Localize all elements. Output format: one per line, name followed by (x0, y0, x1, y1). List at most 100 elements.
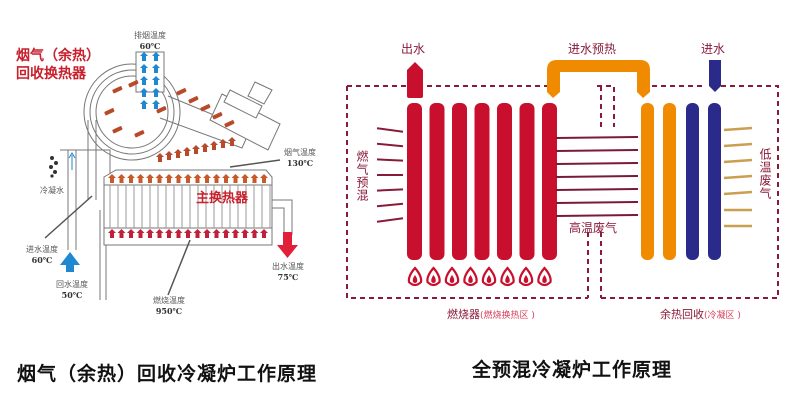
outlet-water-arrow (277, 232, 298, 258)
inlet-tubes (686, 103, 721, 260)
flame-arrow (222, 229, 230, 238)
flame-arrow (127, 174, 135, 183)
water-out-label: 出水 (401, 42, 426, 56)
swirl-arrow (156, 106, 167, 114)
exhaust-temp-value: 60℃ (139, 41, 161, 51)
flame-arrow (241, 174, 249, 183)
flame-arrow (108, 174, 116, 183)
flame-icon (407, 266, 423, 287)
return-temp-label: 回水温度 50℃ (50, 280, 94, 300)
flue-temp-label: 烟气温度 130℃ (278, 148, 322, 168)
flame-arrow (231, 229, 240, 238)
high-temp-exhaust-label: 高温废气 (569, 221, 618, 235)
flame-arrow (117, 174, 126, 183)
flame-arrow (146, 174, 154, 183)
water-out-arrow (407, 62, 423, 98)
zone-borders (346, 85, 779, 299)
flame-core-icon (523, 275, 529, 283)
condensate-drops-icon (49, 156, 58, 178)
exhaust-line (555, 201, 639, 204)
water-in-arrow (709, 60, 721, 92)
burner-tube (542, 103, 557, 260)
inlet-tube (708, 103, 721, 260)
preheat-tube (641, 103, 654, 260)
flame-core-icon (431, 275, 436, 283)
left-caption: 烟气（余热）回收冷凝炉工作原理 (17, 363, 318, 385)
exhaust-arrow (140, 76, 148, 85)
swirl-arrow (104, 108, 115, 116)
low-temp-line (723, 126, 753, 132)
flame-icon (444, 266, 460, 287)
duct-arrow (156, 153, 164, 162)
duct-arrow (165, 151, 173, 160)
duct-arrow (201, 143, 209, 152)
exhaust-line (555, 175, 639, 178)
flame-arrow (212, 174, 221, 183)
flame-arrow (174, 174, 183, 183)
preheat-tubes (641, 103, 676, 260)
gas-line (376, 188, 404, 192)
flame-arrow (231, 174, 240, 183)
flame-arrows (108, 137, 268, 238)
combustion-temp-value: 950℃ (155, 306, 183, 316)
flame-core-icon (505, 275, 510, 283)
recovery-arrows (104, 80, 235, 138)
flame-icon (426, 266, 441, 287)
exhaust-arrow (152, 52, 160, 61)
flame-arrow (250, 229, 259, 238)
inlet-tube (686, 103, 699, 260)
flame-arrow (184, 174, 192, 183)
gas-premix-lines (376, 127, 404, 223)
exhaust-line (555, 188, 639, 191)
flame-arrow (250, 174, 259, 183)
flame-arrow (146, 229, 154, 238)
exhaust-line (555, 214, 639, 217)
swirl-arrow (112, 86, 123, 94)
swirl-arrow (224, 120, 235, 128)
burner-tube (452, 103, 467, 260)
exhaust-temp-label: 排烟温度 60℃ (128, 31, 172, 51)
exhaust-arrow (140, 100, 148, 109)
pointer-lines (44, 159, 281, 296)
flame-arrow (184, 229, 192, 238)
right-caption: 全预混冷凝炉工作原理 (472, 359, 673, 381)
duct-arrow (219, 139, 227, 148)
flame-arrow (155, 174, 164, 183)
outlet-temp-label: 出水温度 75℃ (266, 262, 310, 282)
low-temp-line (723, 190, 753, 196)
gas-line (376, 158, 404, 162)
exhaust-arrow (152, 100, 160, 109)
exhaust-arrows (140, 52, 160, 109)
inlet-flow-icon (68, 152, 76, 170)
flame-icon (518, 266, 534, 287)
recovery-exchanger-title: 烟气（余热） 回收换热器 (16, 47, 100, 83)
title-line-2: 回收换热器 (16, 66, 86, 82)
flame-icon (463, 266, 478, 287)
preheat-pipe (547, 60, 650, 98)
duct-arrow (228, 137, 236, 146)
exhaust-arrow (140, 64, 148, 73)
flame-arrow (108, 229, 116, 238)
gas-line (376, 202, 404, 208)
flame-arrow (127, 229, 135, 238)
inlet-temp-value: 60℃ (31, 255, 53, 265)
preheat-label: 进水预热 (568, 42, 617, 56)
exhaust-arrow (140, 52, 148, 61)
burner-zone-label: 燃烧器(燃烧换热区 ) (447, 308, 535, 321)
flame-arrow (241, 229, 249, 238)
burner-tube (474, 103, 490, 260)
flame-core-icon (449, 275, 455, 283)
duct-arrow (210, 141, 218, 150)
low-temp-line (723, 158, 753, 164)
flame-icon (500, 266, 515, 287)
flame-arrow (165, 229, 173, 238)
flame-core-icon (542, 275, 547, 283)
exchanger-fins (109, 185, 271, 228)
return-temp-value: 50℃ (61, 290, 83, 300)
flame-arrow (155, 229, 164, 238)
flame-arrow (117, 229, 126, 238)
recovery-exchanger (60, 51, 281, 300)
duct-arrow (183, 147, 191, 156)
swirl-arrow (200, 104, 211, 112)
